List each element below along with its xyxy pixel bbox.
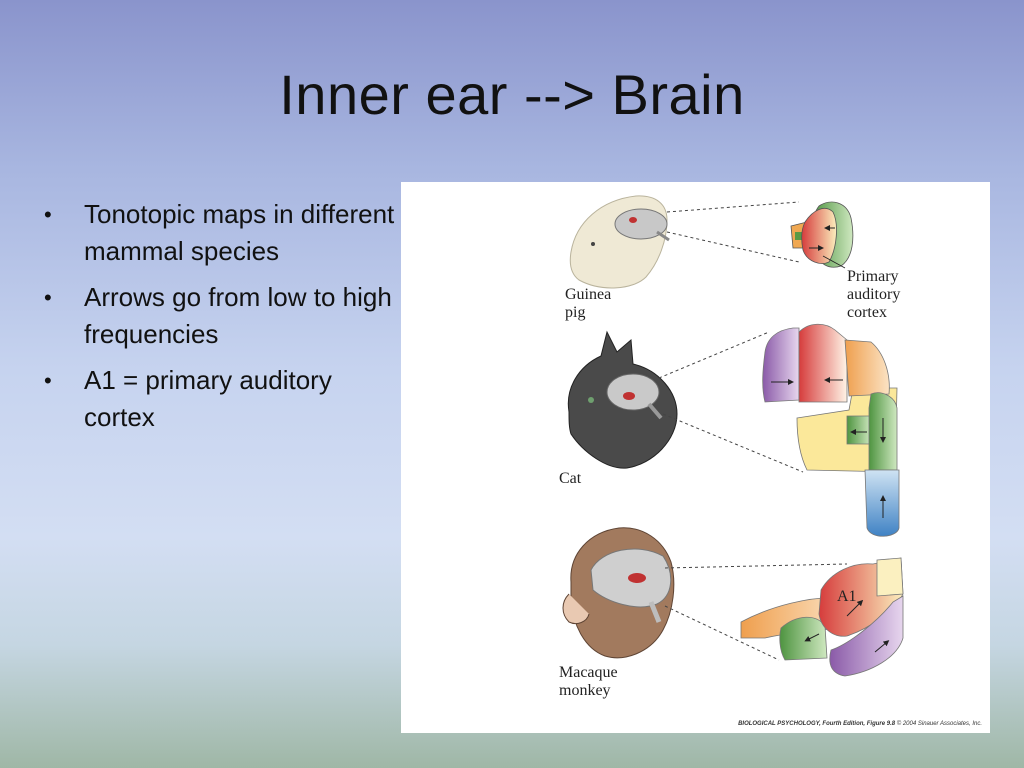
- label-macaque-monkey: Macaque monkey: [559, 664, 618, 699]
- figure-credit: BIOLOGICAL PSYCHOLOGY, Fourth Edition, F…: [738, 721, 982, 727]
- slide-title: Inner ear --> Brain: [279, 63, 745, 126]
- cat-illustration: [567, 330, 678, 469]
- bullet-item: A1 = primary auditory cortex: [44, 362, 404, 436]
- bullet-item: Arrows go from low to high frequencies: [44, 279, 404, 353]
- guinea-pig-cortex-map: [790, 201, 854, 269]
- label-cat: Cat: [559, 470, 582, 487]
- cat-cortex-map: [762, 323, 900, 537]
- bullet-item: Tonotopic maps in different mammal speci…: [44, 196, 404, 270]
- label-guinea-pig: Guinea pig: [565, 286, 612, 321]
- credit-copyright: © 2004 Sinauer Associates, Inc.: [896, 721, 982, 727]
- label-a1: A1: [837, 588, 857, 605]
- label-primary-auditory-cortex: Primary auditory cortex: [847, 268, 901, 321]
- tonotopic-map-figure: Guinea pig Primary auditory cortex Cat M…: [401, 182, 990, 733]
- guinea-pig-illustration: [569, 195, 670, 289]
- macaque-cortex-map: [740, 557, 904, 677]
- bullet-list: Tonotopic maps in different mammal speci…: [44, 196, 404, 445]
- macaque-illustration: [562, 527, 675, 659]
- figure-illustration: [562, 195, 904, 677]
- credit-source: BIOLOGICAL PSYCHOLOGY, Fourth Edition, F…: [738, 721, 896, 727]
